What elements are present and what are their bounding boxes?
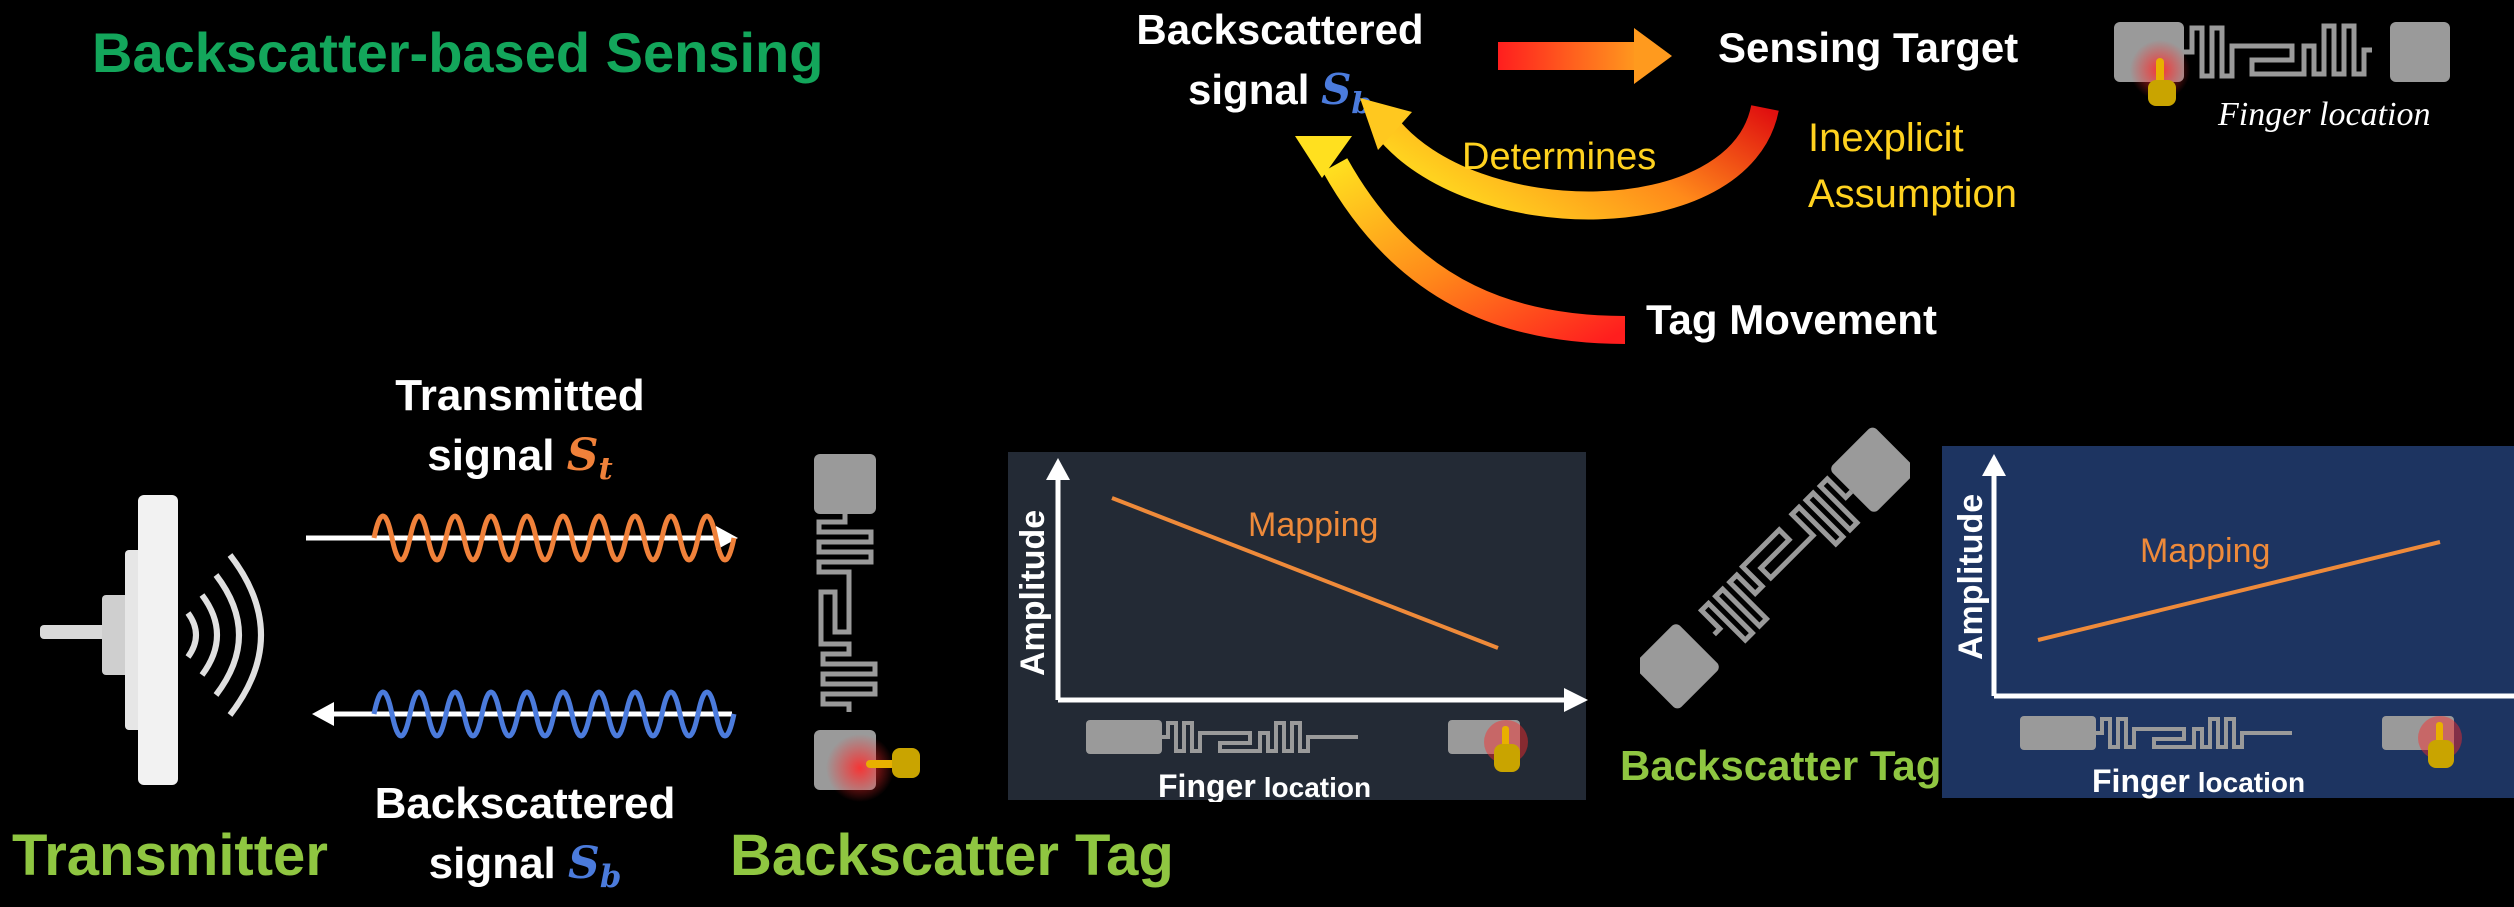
mapping-line-increasing [2037,540,2441,642]
mapping-series-label: Mapping [2140,532,2270,570]
signal-waves-layer [306,513,738,739]
y-axis-label: Amplitude [1952,494,1990,660]
transmitter-label: Transmitter [12,823,328,888]
plot1-tag-icon [1086,720,1528,772]
transmitted-wave [371,513,737,563]
vertical-backscatter-tag-icon [814,454,920,802]
transmitter-antenna-icon [40,495,264,785]
pointing-hand-icon [2148,58,2176,106]
backscattered-wave [371,689,737,739]
mapping-series-label: Mapping [1248,506,1378,544]
backscatter-tag-label: Backscatter Tag [730,823,1174,888]
top-tag-with-finger [2114,22,2450,106]
mapping-line-decreasing [1111,496,1499,650]
top-finger-location-caption: Finger location [2218,96,2431,133]
pointing-hand-icon [866,748,920,778]
tag-movement-arc-arrow [1295,136,1626,344]
plot2-tag-icon [2020,716,2462,768]
transmitted-signal-label: Transmitted signal St [395,371,645,488]
y-axis-label: Amplitude [1014,510,1052,676]
sensing-target-label: Sensing Target [1718,24,2019,71]
pointing-hand-icon [2428,722,2454,768]
determines-label: Determines [1462,136,1657,178]
inexplicit-assumption-label: Inexplicit Assumption [1808,116,2017,216]
page-title: Backscatter-based Sensing [92,21,824,84]
tag-movement-label: Tag Movement [1646,296,1937,343]
pointing-hand-icon [1494,726,1520,772]
backscatter-tag-label-2: Backscatter Tag [1620,742,1942,789]
diagonal-backscatter-tag-icon [1640,427,1910,709]
right-arrow-icon [1498,28,1672,84]
determines-arc-arrow [1360,98,1779,220]
backscattered-arrow [312,702,732,726]
bottom-backscattered-signal-label: Backscattered signal Sb [374,779,676,896]
